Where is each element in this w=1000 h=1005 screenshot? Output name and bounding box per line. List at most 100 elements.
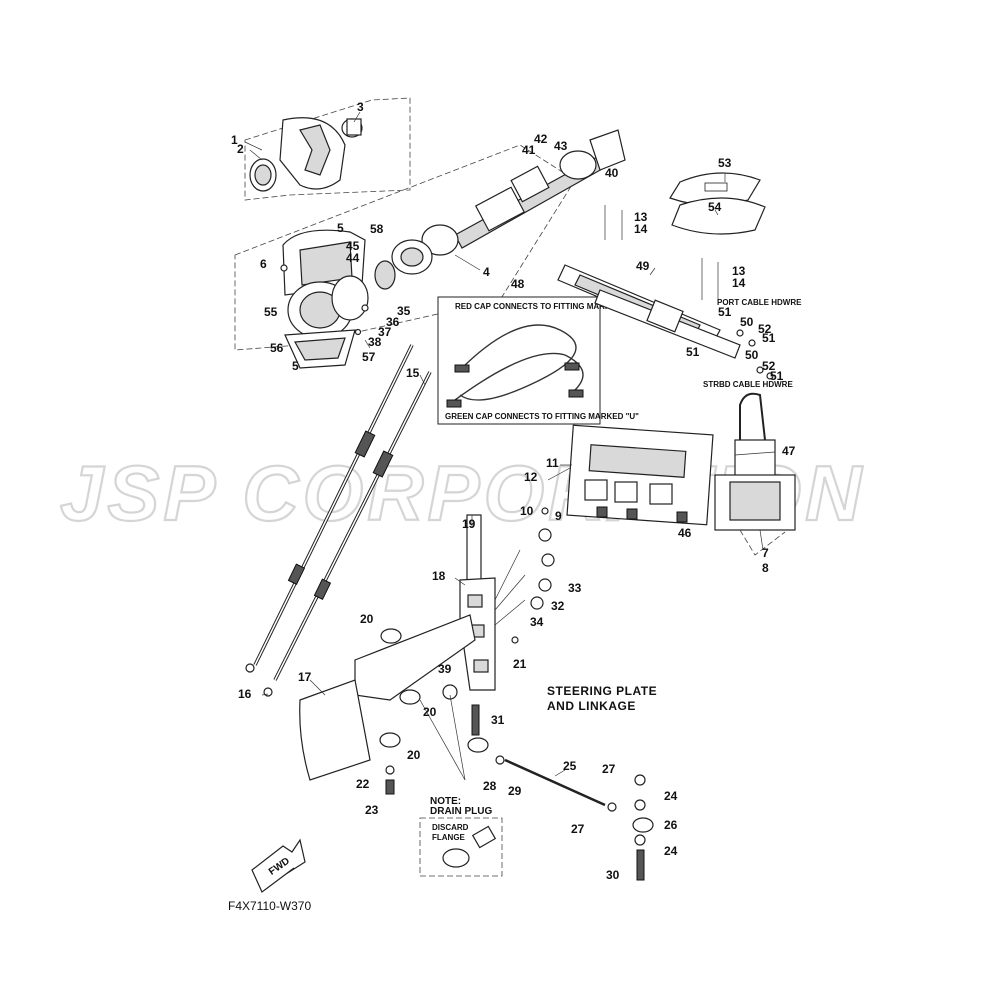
callout-57: 57 xyxy=(362,350,376,364)
cable-a-end xyxy=(245,663,255,673)
grommet-20b xyxy=(399,689,421,705)
wheel-cap-inner xyxy=(254,164,272,186)
lead-18 xyxy=(454,577,466,586)
lead-47 xyxy=(734,451,776,456)
callout-2: 2 xyxy=(237,142,244,156)
note-discard: DISCARD xyxy=(432,823,469,832)
lead-15 xyxy=(419,374,426,386)
washer-24a xyxy=(634,799,646,811)
plate-flap xyxy=(299,679,371,781)
washer-24b xyxy=(634,834,646,846)
note-lead-b xyxy=(449,694,466,781)
diagram-code: F4X7110-W370 xyxy=(228,899,311,913)
callout-41: 41 xyxy=(522,143,536,157)
callout-45: 45 xyxy=(346,239,360,253)
controller-plug-a xyxy=(584,479,608,501)
steering-plate-group xyxy=(299,514,654,881)
nut-33 xyxy=(538,578,552,592)
callout-28: 28 xyxy=(483,779,497,793)
callout-51-c: 51 xyxy=(686,345,700,359)
cable-a-sleeve xyxy=(287,563,306,585)
callout-3: 3 xyxy=(357,100,364,114)
housing-drum xyxy=(331,275,369,321)
callout-31: 31 xyxy=(491,713,505,727)
callout-49: 49 xyxy=(636,259,650,273)
callout-43: 43 xyxy=(554,139,568,153)
callout-19: 19 xyxy=(462,517,476,531)
cable-hose-b xyxy=(454,352,584,401)
washer-10 xyxy=(541,507,549,515)
callout-50-b: 50 xyxy=(745,348,759,362)
steering-plate xyxy=(354,614,476,701)
callout-15: 15 xyxy=(406,366,420,380)
stud-3 xyxy=(494,599,526,626)
housing-cover-bottom-face xyxy=(294,337,346,361)
callout-36: 36 xyxy=(386,315,400,329)
callout-6: 6 xyxy=(260,257,267,271)
actuator-rail-group xyxy=(557,205,774,380)
pad-group xyxy=(669,172,766,235)
wheel-spoke xyxy=(299,124,331,176)
callout-42: 42 xyxy=(534,132,548,146)
housing-pin xyxy=(364,339,371,349)
callout-48: 48 xyxy=(511,277,525,291)
washer-22 xyxy=(385,765,395,775)
cap-fitting xyxy=(564,362,580,371)
callout-35: 35 xyxy=(397,304,411,318)
callout-40: 40 xyxy=(605,166,619,180)
nut-27b xyxy=(607,802,617,812)
controller-group xyxy=(541,424,714,526)
cable-box xyxy=(437,296,601,425)
controller-plug-c xyxy=(649,483,673,505)
housing-bolt xyxy=(280,264,288,272)
lead-3 xyxy=(353,111,361,123)
bolt-23 xyxy=(385,779,395,795)
bolt-30 xyxy=(636,849,645,881)
callout-47: 47 xyxy=(782,444,796,458)
lead-16 xyxy=(261,693,269,696)
controller-mount-c xyxy=(676,511,688,523)
nut-52b xyxy=(766,372,774,380)
callout-24-b: 24 xyxy=(664,844,678,858)
callout-37: 37 xyxy=(378,325,392,339)
callout-20-a: 20 xyxy=(360,612,374,626)
lead-7 xyxy=(759,529,764,551)
rod-end-26 xyxy=(632,817,654,833)
lead-2 xyxy=(249,149,263,161)
wheel-nut-body xyxy=(346,118,362,136)
callout-20-b: 20 xyxy=(423,705,437,719)
washer-50b xyxy=(756,366,764,374)
column-top-fitting xyxy=(589,129,626,171)
lead-25 xyxy=(554,769,566,777)
green-cap xyxy=(446,399,462,408)
tilt-collar xyxy=(421,224,459,256)
actuator-mount-lines xyxy=(739,529,786,556)
steering-housing-group xyxy=(280,229,371,369)
column-joint xyxy=(474,186,526,232)
rail-block xyxy=(646,299,684,333)
lead-17 xyxy=(309,679,326,696)
flange-part xyxy=(442,848,470,868)
callout-52-b: 52 xyxy=(762,359,776,373)
callout-13-right: 13 xyxy=(732,264,746,278)
callout-16: 16 xyxy=(238,687,252,701)
callout-50-a: 50 xyxy=(740,315,754,329)
red-cap xyxy=(454,364,470,373)
cable-box-group: RED CAP CONNECTS TO FITTING MARKED "D" G… xyxy=(437,296,639,425)
column-bracket xyxy=(510,165,550,203)
column-seal xyxy=(374,260,396,290)
fwd-arrow-shape xyxy=(251,838,306,893)
nut-52a xyxy=(748,339,756,347)
callout-5-bottom: 5 xyxy=(292,359,299,373)
stud-1 xyxy=(494,549,521,601)
drain-plug-note: NOTE: DRAIN PLUG DISCARD FLANGE xyxy=(419,694,503,877)
callout-39: 39 xyxy=(438,662,452,676)
steering-wheel-group xyxy=(244,97,411,201)
callout-33: 33 xyxy=(568,581,582,595)
fwd-arrow: FWD xyxy=(251,838,306,893)
callout-18: 18 xyxy=(432,569,446,583)
callout-25: 25 xyxy=(563,759,577,773)
column-bearing xyxy=(559,150,597,180)
port-hardware-label: PORT CABLE HDWRE xyxy=(717,298,802,307)
